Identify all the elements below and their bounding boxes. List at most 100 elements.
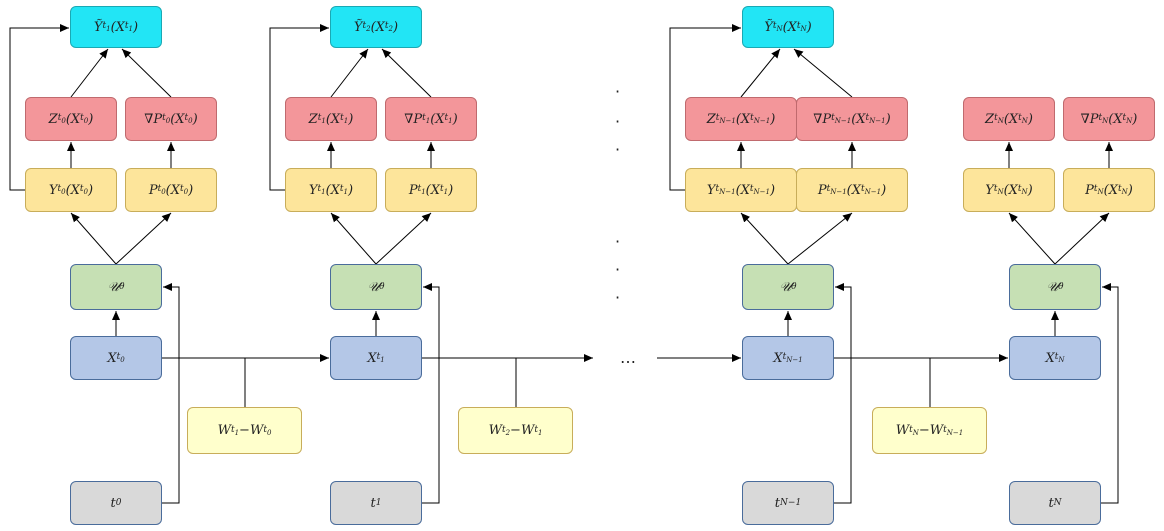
sN-z-lparen: (: [1003, 111, 1009, 127]
s0-p-arg-symbol: X: [170, 182, 180, 198]
s1-y-arg-time-index: 1: [343, 187, 349, 196]
s0-z-to-ytilde: [70, 48, 109, 98]
s0-y-lparen: (: [65, 182, 71, 198]
sN-y-fn-time: tN: [993, 184, 1004, 196]
sN1-y-lparen: (: [735, 182, 741, 198]
s1-x-symbol: X: [367, 350, 377, 366]
sN1-z-arg-symbol: X: [740, 111, 751, 127]
s1-y-fn-symbol: Y: [308, 182, 318, 198]
sN1-u-to-y: [740, 212, 789, 265]
s0-y-arg-time-index: 0: [83, 187, 89, 196]
sN-p-lparen: (: [1103, 182, 1109, 198]
s0-gradp-to-ytilde: [121, 48, 172, 98]
s1-ytilde-fn-symbol: Ỹ: [353, 19, 363, 35]
sN-x-time: tN: [1054, 352, 1065, 364]
sN1-gradp-fn-time: tN−1: [831, 113, 852, 125]
wN-second-symbol: W: [929, 423, 944, 438]
sN1-p-lparen: (: [846, 182, 852, 198]
w2-first-time: t2: [501, 424, 511, 437]
sN1-z-lparen: (: [735, 111, 741, 127]
s1-y-arg-time: t1: [339, 184, 349, 196]
s0-p-arg-time: t0: [180, 184, 189, 196]
s1-ytilde-fn-time: t2: [362, 21, 371, 33]
s0-z-fn-time: t0: [57, 113, 66, 125]
sN-gradp-fn-time: tN: [1098, 113, 1109, 125]
s1-gradp-rparen: ): [452, 111, 458, 127]
s0-p-fn-time: t0: [157, 184, 166, 196]
sN1-gradp-fn-symbol: ∇P: [813, 111, 832, 127]
sN1-t-symbol: t: [774, 495, 781, 511]
s1-gradp-fn-time: t1: [422, 113, 431, 125]
sN-z-fn-time: tN: [994, 113, 1004, 125]
s1-gradp-lparen: (: [430, 111, 436, 127]
s1-z-fn-time-index: 1: [321, 116, 326, 125]
sN1-ytilde-arg-symbol: X: [787, 19, 797, 35]
s0-z-arg-symbol: X: [70, 111, 81, 127]
s1-p-fn-time-index: 1: [421, 187, 426, 196]
sN-t-index: N: [1053, 498, 1062, 508]
s0-x-time: t0: [116, 352, 125, 364]
sN1-y-feedback: [669, 24, 741, 191]
sN1-ytilde-fn-time-index: N: [776, 24, 783, 33]
sN-x-symbol: X: [1045, 350, 1055, 366]
w2-second-time-index: 1: [537, 428, 543, 437]
s0-z-lparen: (: [65, 111, 71, 127]
sN-y-fn-time-index: N: [997, 187, 1004, 196]
vertical-dot-upper-0: ·: [615, 82, 621, 101]
sN-z-arg-time: tN: [1018, 113, 1028, 125]
s0-y-fn-time: t0: [57, 184, 66, 196]
sN1-p-fn-time: tN−1: [826, 184, 847, 196]
sN1-y-arg-time-index: N−1: [753, 187, 770, 196]
sN-u-to-y: [1008, 212, 1056, 265]
s0-ytilde-fn-time: t1: [102, 21, 111, 33]
s1-p-lparen: (: [425, 182, 431, 198]
s1-gradp-fn-time-index: 1: [425, 116, 431, 125]
vertical-dot-lower-0: ·: [615, 232, 621, 251]
w2-minus: −: [510, 423, 521, 438]
sN-p-fn-time-index: N: [1097, 187, 1104, 196]
s1-x-time: t1: [376, 352, 385, 364]
sN-u-to-p: [1054, 212, 1110, 265]
s0-ytilde-arg-time-index: 1: [128, 24, 134, 33]
vertical-dot-upper-1: ·: [615, 112, 621, 131]
wN-second-time: tN−1: [943, 424, 964, 437]
s1-gradp-to-ytilde: [381, 48, 432, 98]
w2-first-time-index: 2: [505, 428, 511, 437]
sN-y-arg-time-index: N: [1021, 187, 1028, 196]
s0-t-symbol: t: [110, 495, 116, 511]
s0-p-rparen: ): [188, 182, 194, 198]
s0-ytilde-rparen: ): [133, 19, 139, 35]
w1-second-symbol: W: [249, 423, 264, 438]
s1-u-to-p: [375, 212, 432, 265]
horizontal-ellipsis: …: [620, 348, 636, 367]
s1-z-fn-symbol: Z: [308, 111, 318, 127]
s0-gradp-arg-time: t0: [184, 113, 193, 125]
sN-p-arg-time-index: N: [1121, 187, 1128, 196]
sN1-z-fn-symbol: Z: [706, 111, 716, 127]
wN-minus: −: [918, 423, 930, 438]
w2-second-time: t1: [534, 424, 543, 437]
s1-y-fn-time-index: 1: [321, 187, 326, 196]
s0-y-rparen: ): [88, 182, 94, 198]
s1-p-fn-time: t1: [417, 184, 426, 196]
sN1-z-fn-time: tN−1: [715, 113, 736, 125]
s1-u-symbol: 𝒰: [367, 279, 380, 295]
sN-y-arg-time: tN: [1017, 184, 1028, 196]
s1-ytilde-arg-time: t2: [384, 21, 394, 33]
s1-p-fn-symbol: P: [408, 182, 418, 198]
s0-ytilde-arg-symbol: X: [115, 19, 125, 35]
